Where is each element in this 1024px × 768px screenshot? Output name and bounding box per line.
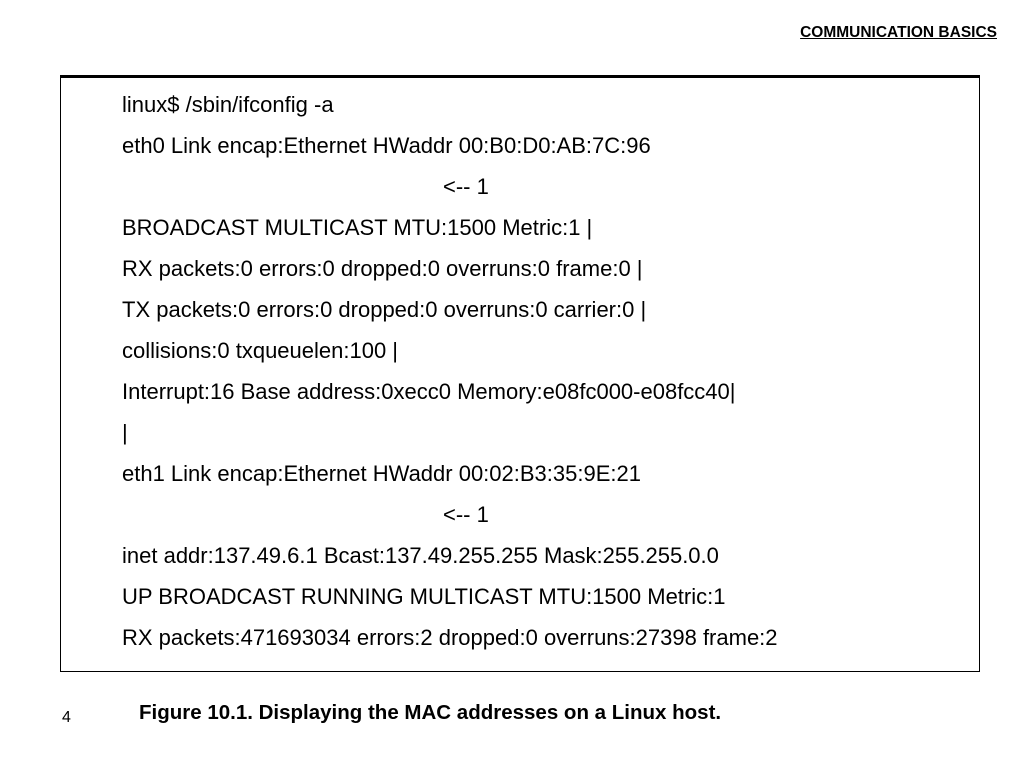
figure-caption: Figure 10.1. Displaying the MAC addresse… xyxy=(139,701,722,724)
terminal-line: TX packets:0 errors:0 dropped:0 overruns… xyxy=(122,297,647,322)
terminal-line: <-- 1 xyxy=(443,502,489,527)
terminal-line: eth0 Link encap:Ethernet HWaddr 00:B0:D0… xyxy=(122,133,651,158)
terminal-line: Interrupt:16 Base address:0xecc0 Memory:… xyxy=(122,379,736,404)
terminal-line: RX packets:0 errors:0 dropped:0 overruns… xyxy=(122,256,643,281)
terminal-line: <-- 1 xyxy=(443,174,489,199)
terminal-output-lines: linux$ /sbin/ifconfig -a eth0 Link encap:… xyxy=(122,84,778,658)
terminal-line: inet addr:137.49.6.1 Bcast:137.49.255.25… xyxy=(122,543,719,568)
terminal-line: UP BROADCAST RUNNING MULTICAST MTU:1500 … xyxy=(122,584,726,609)
section-title: COMMUNICATION BASICS xyxy=(800,24,997,41)
terminal-line: RX packets:471693034 errors:2 dropped:0 … xyxy=(122,625,778,650)
terminal-line: | xyxy=(122,420,128,445)
terminal-line: collisions:0 txqueuelen:100 | xyxy=(122,338,399,363)
terminal-line: eth1 Link encap:Ethernet HWaddr 00:02:B3… xyxy=(122,461,641,486)
terminal-output-box: linux$ /sbin/ifconfig -a eth0 Link encap:… xyxy=(60,75,980,672)
slide-number: 4 xyxy=(62,709,71,726)
terminal-line: BROADCAST MULTICAST MTU:1500 Metric:1 | xyxy=(122,215,593,240)
terminal-line: linux$ /sbin/ifconfig -a xyxy=(122,92,334,117)
